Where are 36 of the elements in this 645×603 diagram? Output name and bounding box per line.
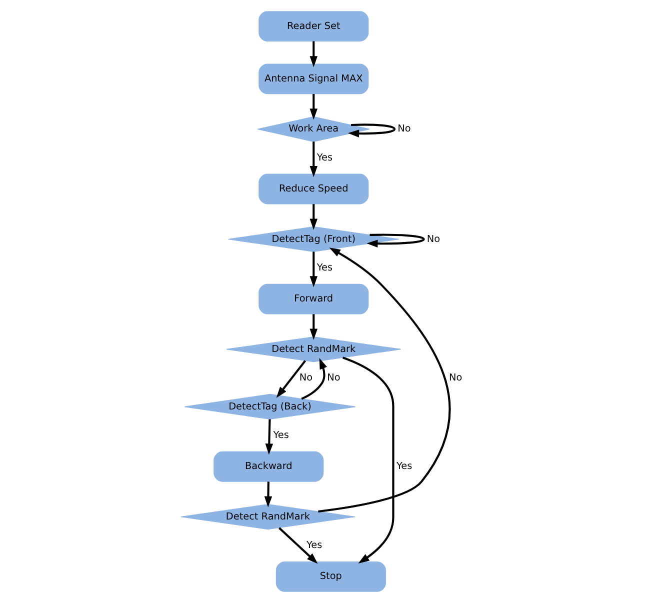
edge-label: Yes bbox=[272, 430, 288, 442]
edge-label: Yes bbox=[396, 461, 412, 472]
node-diamond: Detect RandMark bbox=[226, 336, 401, 362]
node-box: Antenna Signal MAX bbox=[258, 64, 368, 94]
node-box: Forward bbox=[258, 284, 368, 314]
arrow bbox=[309, 41, 318, 68]
edge-label: Yes bbox=[316, 152, 332, 164]
edge-label: No bbox=[397, 124, 410, 135]
arrow bbox=[309, 314, 318, 340]
edge-label: No bbox=[426, 234, 440, 245]
arrow bbox=[300, 358, 327, 400]
arrow bbox=[309, 252, 318, 288]
node-box: Reduce Speed bbox=[258, 174, 368, 204]
arrow bbox=[264, 419, 273, 455]
arrow bbox=[309, 94, 318, 120]
arrow bbox=[342, 356, 394, 564]
arrow bbox=[309, 204, 318, 230]
arrow bbox=[366, 234, 424, 248]
node-box: Stop bbox=[275, 561, 386, 592]
node-box: Backward bbox=[213, 451, 324, 482]
node-box: Reader Set bbox=[258, 11, 368, 42]
arrow bbox=[347, 124, 396, 138]
edge-label: No bbox=[326, 372, 340, 384]
arrow bbox=[264, 482, 272, 508]
node-diamond: DetectTag (Back) bbox=[184, 394, 356, 420]
edge-label: Yes bbox=[316, 262, 332, 274]
node-diamond: Work Area bbox=[256, 116, 370, 142]
arrow bbox=[318, 248, 450, 513]
edge-label: No bbox=[298, 372, 312, 384]
node-diamond: Detect RandMark bbox=[180, 504, 355, 530]
arrow bbox=[309, 142, 318, 178]
arrow bbox=[276, 360, 306, 398]
edge-label: No bbox=[448, 372, 462, 384]
node-diamond: DetectTag (Front) bbox=[227, 226, 399, 252]
edge-label: Yes bbox=[306, 540, 322, 552]
arrow bbox=[278, 527, 318, 564]
